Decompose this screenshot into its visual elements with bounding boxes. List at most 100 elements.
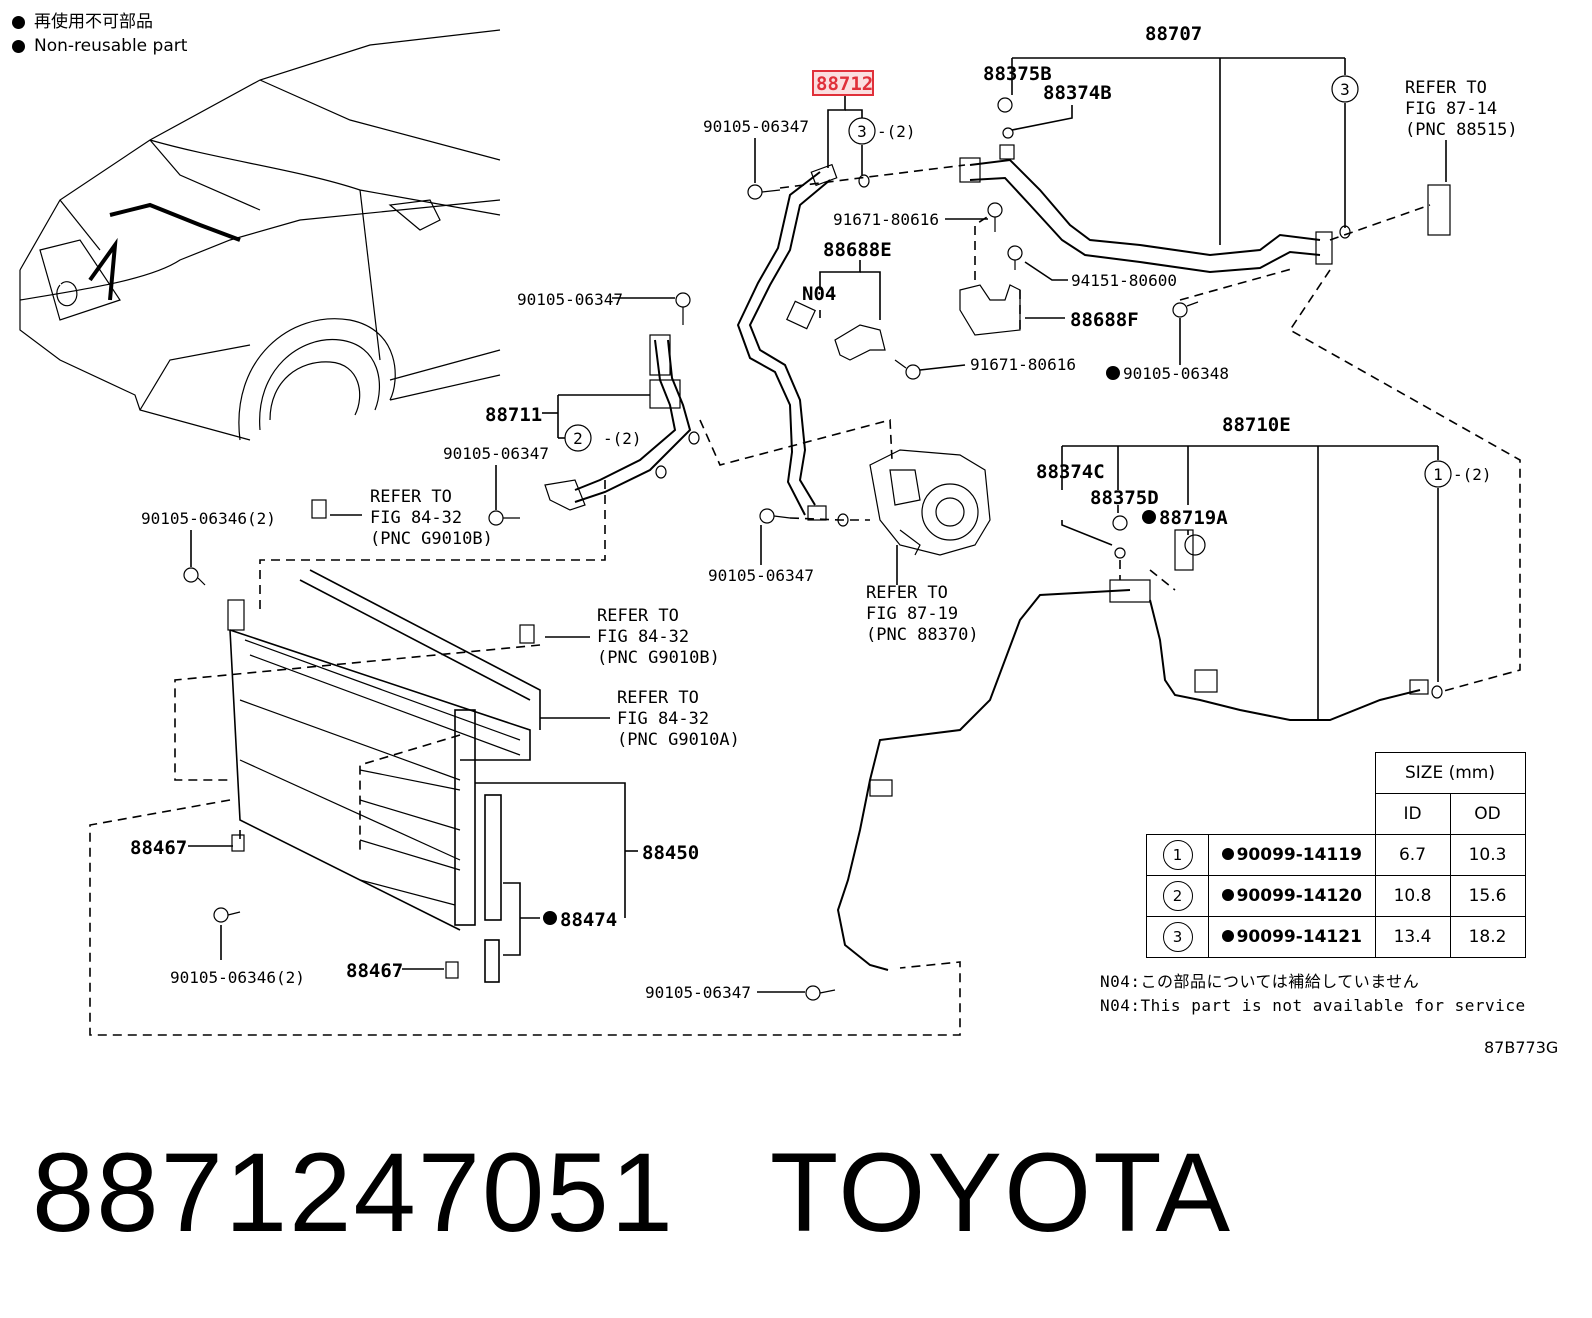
row-part: 90099-14119 [1236,845,1362,865]
size-header: SIZE (mm) [1374,752,1526,794]
circle-1-icon [1424,460,1452,488]
label-88711: 88711 [485,404,542,426]
filled-dot-icon [1106,366,1120,380]
circle-3-icon: 3 [1162,922,1193,952]
row-od: 15.6 [1449,875,1526,917]
refer-line: FIG 87-14 [1405,99,1497,119]
legend-row-ja: 再使用不可部品 [12,10,187,34]
label-88375b: 88375B [983,63,1052,85]
refer-fig-84-32-a: REFER TO FIG 84-32 (PNC G9010A) [617,688,740,750]
refer-line: (PNC 88370) [866,625,979,645]
dashed-leaders [89,164,1521,1036]
filled-dot-icon [543,911,557,925]
refer-line: REFER TO [866,583,948,603]
label-88712: 88712 [816,73,873,95]
filled-dot-icon [12,39,25,53]
legend: 再使用不可部品 Non-reusable part [12,10,187,58]
legend-row-en: Non-reusable part [12,34,187,58]
row-id: 13.4 [1374,916,1451,958]
hose-88710e [836,529,1429,971]
footnote-en: N04:This part is not available for servi… [1100,996,1526,1015]
label-88719a: 88719A [1159,507,1228,529]
condenser [227,499,541,983]
label-88467-a: 88467 [130,837,187,859]
hose-88712 [736,163,838,521]
label-91671-80616-a: 91671-80616 [833,210,939,229]
refer-fig-84-32-b-top: REFER TO FIG 84-32 (PNC G9010B) [370,487,493,549]
row-part-cell: 90099-14120 [1208,875,1376,917]
label-circle2-qty: -(2) [603,429,642,448]
label-90105-06346-a: 90105-06346(2) [141,509,276,528]
empty-cell [1208,793,1375,835]
filled-dot-icon [12,15,25,29]
bracket-88688e [786,300,886,361]
label-88467-b: 88467 [346,960,403,982]
label-88688e: 88688E [823,239,892,261]
hose-88707 [959,144,1451,336]
row-od: 18.2 [1449,916,1526,958]
circle-2-text: 2 [573,429,583,448]
refer-line: REFER TO [1405,78,1487,98]
leader-lines [188,57,1447,993]
car-illustration [19,29,501,441]
refer-line: (PNC G9010A) [617,730,740,750]
row-num-cell: 2 [1146,875,1209,917]
label-90105-06348: 90105-06348 [1123,364,1229,383]
label-91671-80616-b: 91671-80616 [970,355,1076,374]
hose-88711 [544,334,692,511]
label-90105-06347-a: 90105-06347 [703,117,809,136]
label-90105-06347-e: 90105-06347 [645,983,751,1002]
compressor [869,449,991,556]
label-circle1-qty: -(2) [1453,465,1492,484]
footnote-ja: N04:この部品については補給していません [1100,972,1420,991]
parts-diagram: 3 3 2 1 88707 88712 88375B 88374B 90105-… [19,23,1521,1036]
label-90105-06346-b: 90105-06346(2) [170,968,305,987]
refer-line: (PNC 88515) [1405,120,1518,140]
refer-line: FIG 84-32 [617,709,709,729]
size-table-row: 1 90099-14119 6.7 10.3 [1146,834,1526,876]
refer-line: (PNC G9010B) [597,648,720,668]
row-part: 90099-14121 [1236,927,1362,947]
label-88707: 88707 [1145,23,1202,45]
footnotes: N04:この部品については補給していません N04:This part is n… [1100,970,1526,1018]
refer-line: REFER TO [597,606,679,626]
circle-3-icon [848,117,876,145]
refer-fig-87-14: REFER TO FIG 87-14 (PNC 88515) [1405,78,1518,140]
row-id: 10.8 [1374,875,1451,917]
col-od-header: OD [1449,793,1526,835]
brand-name: TOYOTA [769,1130,1233,1255]
circle-1-icon: 1 [1162,840,1193,870]
label-88450: 88450 [642,842,699,864]
empty-cell [1209,753,1376,794]
row-num-cell: 1 [1146,834,1209,876]
refer-line: FIG 84-32 [597,627,689,647]
row-part-cell: 90099-14121 [1208,916,1376,958]
label-88710e: 88710E [1222,414,1291,436]
filled-dot-icon [1221,889,1234,901]
refer-fig-84-32-b: REFER TO FIG 84-32 (PNC G9010B) [597,606,720,668]
row-part-cell: 90099-14119 [1208,834,1376,876]
size-table-row: 2 90099-14120 10.8 15.6 [1146,875,1526,917]
legend-text-en: Non-reusable part [34,36,188,56]
label-94151-80600: 94151-80600 [1071,271,1177,290]
part-labels: 88707 88712 88375B 88374B 90105-06347 -(… [130,23,1492,1002]
row-id: 6.7 [1374,834,1451,876]
size-table-header-row: SIZE (mm) [1147,752,1526,794]
refer-blocks: REFER TO FIG 87-14 (PNC 88515) REFER TO … [370,78,1518,750]
diagram-code: 87B773G [1484,1038,1559,1057]
label-88374b: 88374B [1043,82,1112,104]
size-table-row: 3 90099-14121 13.4 18.2 [1146,916,1526,958]
legend-text-ja: 再使用不可部品 [34,12,153,32]
refer-line: REFER TO [617,688,699,708]
label-88474: 88474 [560,909,617,931]
row-od: 10.3 [1449,834,1526,876]
refer-line: REFER TO [370,487,452,507]
filled-dot-icon [1221,930,1234,942]
circle-3-text-a: 3 [857,122,867,141]
circle-2-icon [564,424,592,452]
filled-dot-icon [1221,848,1234,860]
refer-fig-87-19: REFER TO FIG 87-19 (PNC 88370) [866,583,979,645]
label-90105-06347-b: 90105-06347 [517,290,623,309]
label-88688f: 88688F [1070,309,1139,331]
